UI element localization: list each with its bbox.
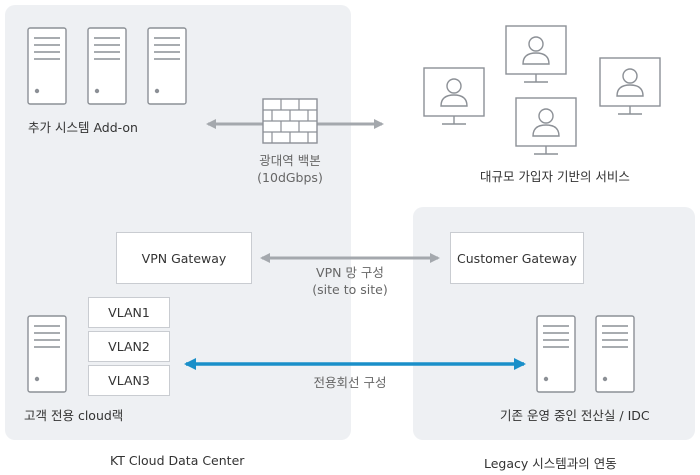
kt-cloud-region-label: KT Cloud Data Center	[110, 453, 245, 468]
vlan-box: VLAN2	[88, 331, 170, 362]
dedicated-link-label: 전용회선 구성	[313, 375, 387, 390]
customer-gateway-label: Customer Gateway	[457, 250, 577, 266]
idc-server-icon	[536, 315, 576, 393]
vpn-link-label-line2: (site to site)	[312, 282, 388, 297]
firewall-link-label: 광대역 백본 (10dGbps)	[235, 152, 345, 186]
idc-server-icon	[595, 315, 635, 393]
users-label: 대규모 가입자 기반의 서비스	[480, 169, 630, 184]
vpn-gateway-box: VPN Gateway	[116, 232, 252, 284]
vpn-link-label: VPN 망 구성 (site to site)	[290, 264, 410, 298]
firewall-link-label-line2: (10dGbps)	[257, 170, 323, 185]
vlan-box: VLAN3	[88, 365, 170, 396]
addon-label: 추가 시스템 Add-on	[28, 120, 138, 135]
vpn-link-label-line1: VPN 망 구성	[316, 265, 384, 280]
firewall-link-label-line1: 광대역 백본	[259, 153, 321, 168]
user-monitor-icon	[599, 57, 661, 115]
addon-server-icon	[147, 27, 187, 105]
vlan-box: VLAN1	[88, 297, 170, 328]
customer-gateway-box: Customer Gateway	[450, 232, 584, 284]
vlan-label: VLAN3	[108, 373, 150, 388]
user-monitor-icon	[505, 25, 567, 83]
addon-server-icon	[27, 27, 67, 105]
rack-label: 고객 전용 cloud랙	[24, 408, 124, 423]
idc-label: 기존 운영 중인 전산실 / IDC	[500, 408, 650, 423]
firewall-icon	[262, 98, 318, 144]
vpn-gateway-label: VPN Gateway	[141, 250, 227, 266]
user-monitor-icon	[515, 97, 577, 155]
addon-server-icon	[87, 27, 127, 105]
vlan-label: VLAN1	[108, 305, 150, 320]
user-monitor-icon	[423, 67, 485, 125]
vlan-label: VLAN2	[108, 339, 150, 354]
rack-server-icon	[27, 315, 67, 393]
legacy-region-label: Legacy 시스템과의 연동	[484, 456, 617, 471]
